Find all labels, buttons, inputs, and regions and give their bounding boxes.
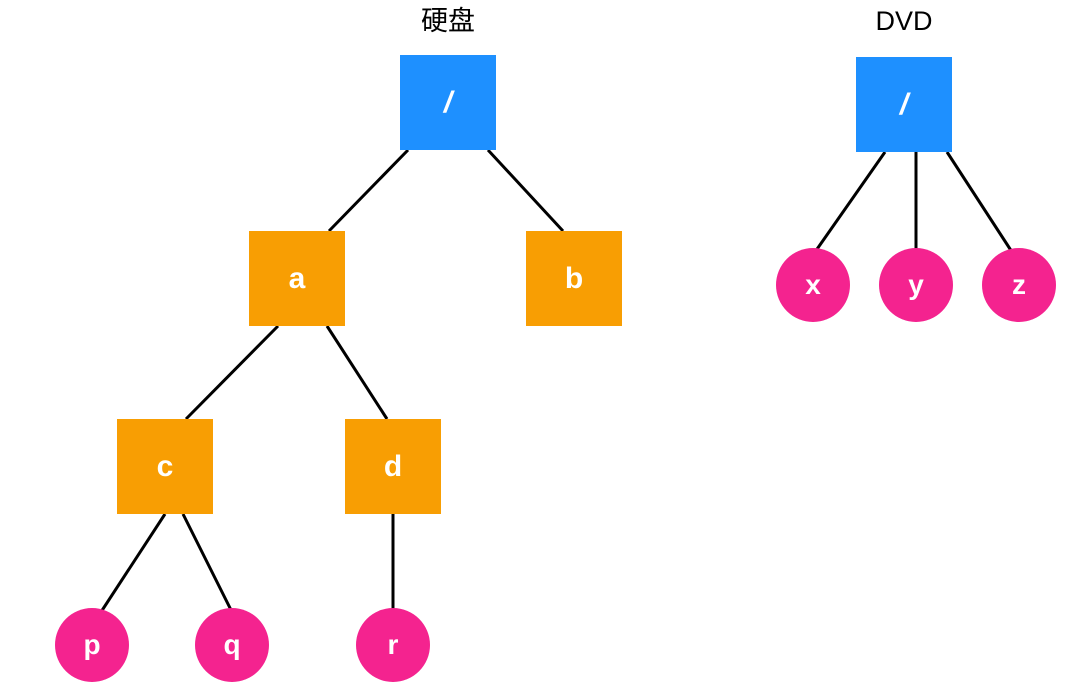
node-dvd-root[interactable]: / [856, 57, 952, 152]
node-dvd-x[interactable]: x [776, 248, 850, 322]
node-harddisk-p[interactable]: p [55, 608, 129, 682]
edge-hd-root-to-hd-a [327, 148, 410, 233]
edge-hd-root-to-hd-b [486, 148, 565, 233]
edge-hd-c-to-hd-q [181, 513, 234, 613]
node-harddisk-d[interactable]: d [345, 419, 441, 514]
node-harddisk-a[interactable]: a [249, 231, 345, 326]
edge-hd-c-to-hd-p [99, 513, 167, 613]
edge-hd-a-to-hd-d [325, 325, 389, 420]
node-harddisk-q[interactable]: q [195, 608, 269, 682]
node-harddisk-root[interactable]: / [400, 55, 496, 150]
edge-hd-a-to-hd-c [184, 324, 280, 421]
node-harddisk-b[interactable]: b [526, 231, 622, 326]
node-harddisk-r[interactable]: r [356, 608, 430, 682]
node-harddisk-c[interactable]: c [117, 419, 213, 514]
edge-dvd-root-to-dvd-z [945, 151, 1014, 253]
tree-title-harddisk: 硬盘 [421, 6, 475, 36]
edge-dvd-root-to-dvd-x [813, 151, 887, 253]
node-dvd-z[interactable]: z [982, 248, 1056, 322]
tree-title-dvd: DVD [875, 6, 933, 36]
node-dvd-y[interactable]: y [879, 248, 953, 322]
